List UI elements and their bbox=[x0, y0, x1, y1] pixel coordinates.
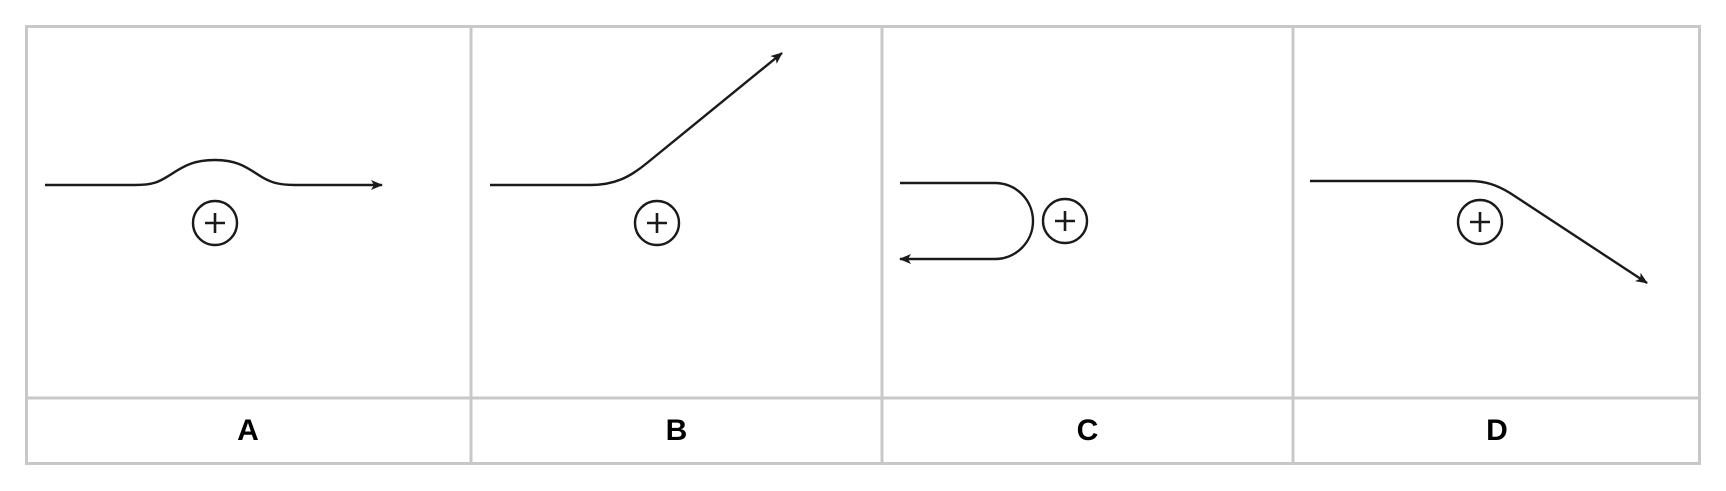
option-label-c: C bbox=[1076, 414, 1099, 447]
option-label-d: D bbox=[1486, 414, 1508, 447]
option-label-b: B bbox=[665, 414, 688, 447]
panel-c bbox=[899, 181, 1089, 264]
path-c bbox=[899, 181, 1035, 264]
path-a bbox=[45, 158, 383, 190]
positive-charge-icon bbox=[1456, 198, 1504, 246]
positive-charge-icon bbox=[191, 199, 239, 247]
panel-a bbox=[45, 158, 383, 247]
positive-charge-icon bbox=[633, 199, 681, 247]
path-b bbox=[490, 52, 783, 187]
option-label-a: A bbox=[237, 414, 259, 447]
panel-d bbox=[1310, 179, 1648, 285]
options-grid bbox=[25, 25, 1701, 465]
positive-charge-icon bbox=[1041, 197, 1089, 245]
answer-options-figure: A B C D bbox=[25, 25, 1701, 465]
grid-frame bbox=[25, 25, 1701, 465]
panel-b bbox=[490, 52, 783, 247]
path-d bbox=[1310, 179, 1648, 285]
